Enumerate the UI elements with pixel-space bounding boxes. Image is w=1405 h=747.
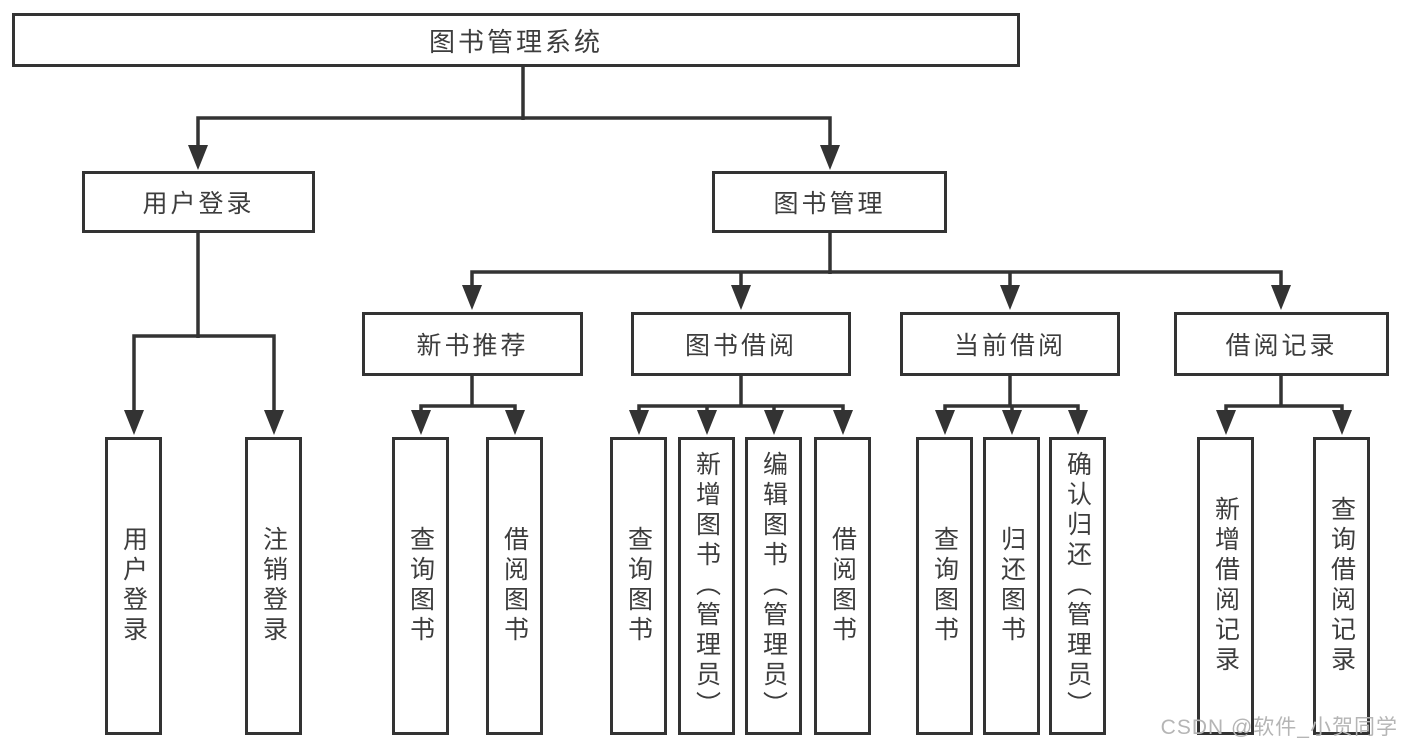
root-node: 图书管理系统 [12, 13, 1020, 67]
leaf-label: 新增借阅记录 [1211, 496, 1240, 676]
leaf-user-login: 用户登录 [105, 437, 162, 735]
leaf-label: 用户登录 [119, 526, 148, 646]
leaf-label: 注销登录 [259, 526, 288, 646]
leaf-bb-edit-book-admin: 编辑图书（管理员） [745, 437, 802, 735]
leaf-cb-return-book: 归还图书 [983, 437, 1040, 735]
leaf-label: 确认归还（管理员） [1063, 451, 1092, 721]
leaf-bb-query-book: 查询图书 [610, 437, 667, 735]
leaf-label: 查询借阅记录 [1327, 496, 1356, 676]
leaf-label: 新增图书（管理员） [692, 451, 721, 721]
leaf-bb-add-book-admin: 新增图书（管理员） [678, 437, 735, 735]
book-management-node: 图书管理 [712, 171, 947, 233]
new-book-recommend-node: 新书推荐 [362, 312, 583, 376]
leaf-label: 查询图书 [930, 526, 959, 646]
arrowheads [124, 145, 1352, 435]
leaf-label: 借阅图书 [828, 526, 857, 646]
leaf-br-add-record: 新增借阅记录 [1197, 437, 1254, 735]
leaf-label: 查询图书 [624, 526, 653, 646]
leaf-rec-borrow-book: 借阅图书 [486, 437, 543, 735]
leaf-label: 借阅图书 [500, 526, 529, 646]
book-borrow-node: 图书借阅 [631, 312, 851, 376]
borrow-record-node: 借阅记录 [1174, 312, 1389, 376]
leaf-logout: 注销登录 [245, 437, 302, 735]
leaf-cb-query-book: 查询图书 [916, 437, 973, 735]
user-login-node: 用户登录 [82, 171, 315, 233]
leaf-br-query-record: 查询借阅记录 [1313, 437, 1370, 735]
leaf-label: 归还图书 [997, 526, 1026, 646]
current-borrow-node: 当前借阅 [900, 312, 1120, 376]
leaf-label: 查询图书 [406, 526, 435, 646]
csdn-watermark: CSDN @软件_小贺同学 [1160, 716, 1398, 739]
leaf-bb-borrow-book: 借阅图书 [814, 437, 871, 735]
leaf-label: 编辑图书（管理员） [759, 451, 788, 721]
leaf-rec-query-book: 查询图书 [392, 437, 449, 735]
leaf-cb-confirm-return-admin: 确认归还（管理员） [1049, 437, 1106, 735]
